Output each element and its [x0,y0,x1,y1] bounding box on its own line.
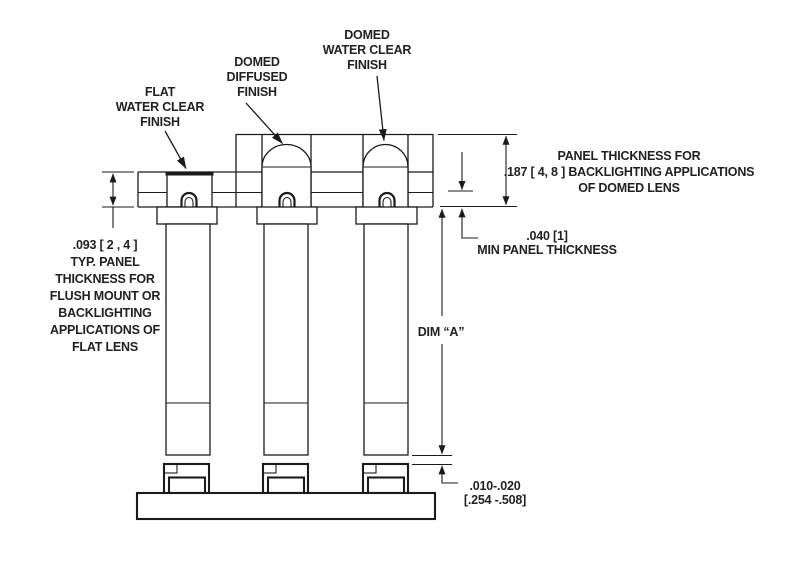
panel-thick-outline [235,133,434,207]
led-chip-middle [278,191,296,207]
text-labels: FLAT WATER CLEAR FINISH DOMED DIFFUSED F… [50,28,755,507]
dimension-standoff-gap [412,454,458,484]
led-chip-left-inner [184,196,194,207]
gap-value: .010-.020 [469,479,520,493]
dim-040-value: .040 [1] [526,229,568,243]
label-domed-diffused-line1: DOMED [234,55,280,69]
led-chip-middle-inner [282,196,292,207]
label-domed-clear-line3: FINISH [347,58,387,72]
label-domed-diffused-line3: FINISH [237,85,277,99]
leader-domed-diffused [245,102,283,144]
leader-domed-clear [376,75,387,142]
base-board [135,491,437,521]
sockets-and-base [135,462,437,521]
dim-187-value-line: .187 [ 4, 8 ] BACKLIGHTING APPLICATIONS [504,165,755,179]
dimension-093-panel [102,171,134,228]
domed-diffused-lens [261,143,312,207]
socket-middle-notch [262,463,277,474]
socket-right-inner [366,476,406,495]
dim-040-leader [461,212,478,239]
body-right [363,223,409,456]
socket-middle-inner [266,476,306,495]
dim-040-note: MIN PANEL THICKNESS [477,243,617,257]
dim-093-note-line2: THICKNESS FOR [55,272,155,286]
dim-093-note-line3: FLUSH MOUNT OR [50,289,161,303]
label-flat-lens-line1: FLAT [145,85,176,99]
dim-093-note-line6: FLAT LENS [72,340,138,354]
domed-clear-lens [362,143,409,207]
label-domed-clear-line1: DOMED [344,28,390,42]
dim-093-note-line5: APPLICATIONS OF [50,323,161,337]
flange-left [156,206,218,225]
lenses [165,143,409,208]
dimension-187-panel [438,133,517,208]
led-chip-right-inner [382,196,392,207]
lens-bodies [156,206,418,456]
dim-187-extension-lines [438,133,517,208]
led-chip-left [180,191,198,207]
label-flat-lens-line2: WATER CLEAR [116,100,205,114]
dim-093-value: .093 [ 2 , 4 ] [73,238,138,252]
label-domed-clear-line2: WATER CLEAR [323,43,412,57]
socket-left-notch [163,463,178,474]
dim-093-note-line1: TYP. PANEL [70,255,140,269]
flange-right [355,206,418,225]
flange-middle [256,206,318,225]
body-left [165,223,211,456]
socket-right-notch [362,463,377,474]
label-flat-lens-line3: FINISH [140,115,180,129]
dim-093-extension-lines [102,171,134,208]
gap-metric: [.254 -.508] [464,493,526,507]
label-leaders [164,75,387,170]
label-domed-diffused-line2: DIFFUSED [227,70,288,84]
dim-187-note-after: OF DOMED LENS [578,181,680,195]
socket-left-inner [167,476,207,495]
gap-extension-lines [412,454,452,466]
dim-a-label: DIM “A” [418,325,465,339]
leader-flat-lens [164,130,187,170]
dim-093-note-line4: BACKLIGHTING [58,306,151,320]
led-chip-right [378,191,396,207]
gap-leader [441,470,458,484]
dimension-040-panel [448,152,478,239]
dim-187-note-before: PANEL THICKNESS FOR [558,149,701,163]
body-middle [263,223,309,456]
